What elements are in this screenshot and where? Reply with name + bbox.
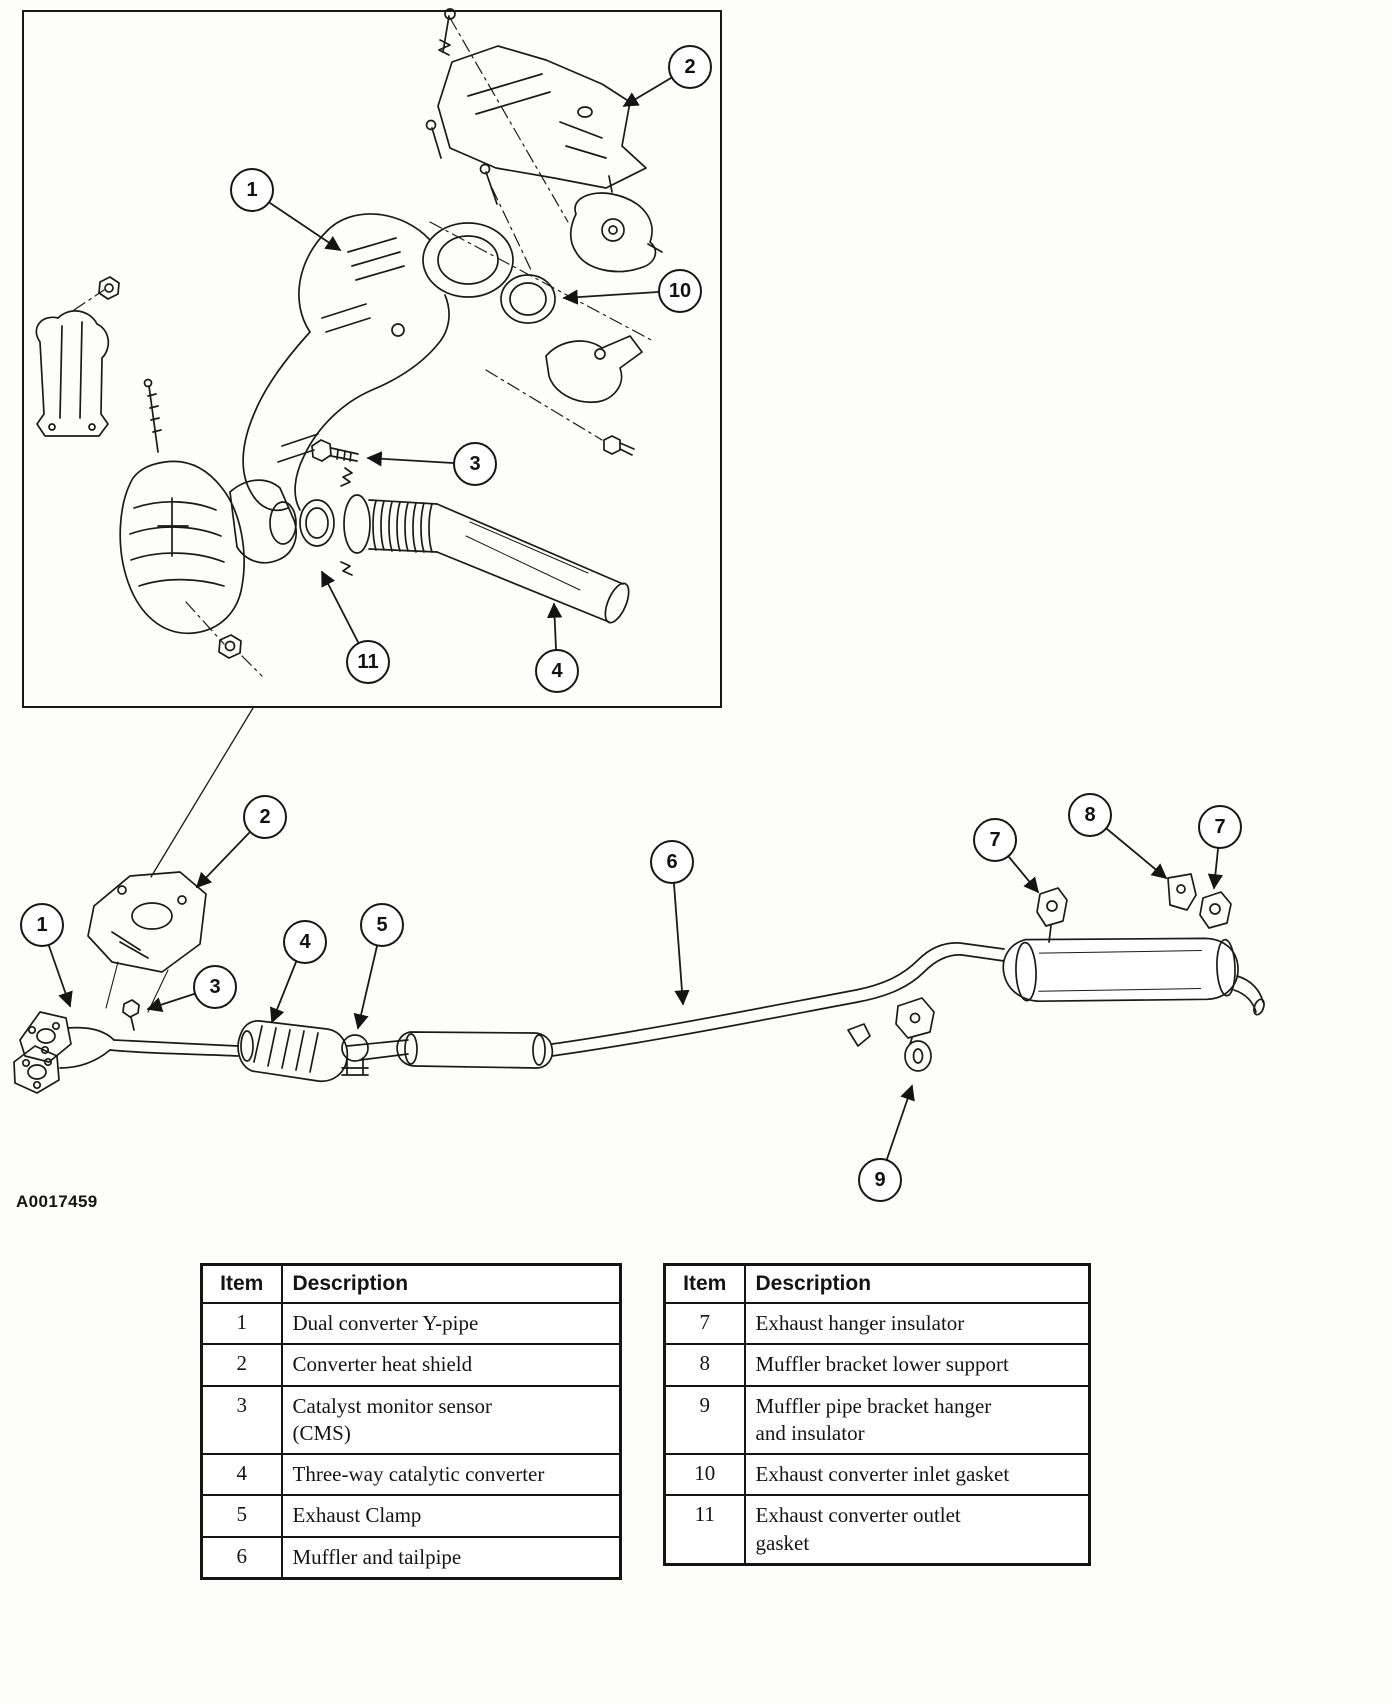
catalytic-converter-drawing — [237, 1020, 349, 1083]
inlet-gasket-drawing — [500, 274, 556, 324]
hanger-right-drawing — [1199, 891, 1232, 929]
item-column-header: Item — [663, 1263, 746, 1304]
table-row: 11 Exhaust converter outlet gasket — [663, 1494, 1091, 1566]
inset-connector-line — [150, 707, 254, 878]
centerlines — [73, 17, 656, 677]
item-cell: 4 — [200, 1453, 283, 1497]
inset-callout-1: 1 — [230, 168, 274, 212]
item-cell: 9 — [663, 1384, 746, 1456]
item-cell: 10 — [663, 1453, 746, 1497]
main-callout-1: 1 — [20, 903, 64, 947]
main-callout-9: 9 — [858, 1158, 902, 1202]
description-cell: Muffler and tailpipe — [280, 1535, 622, 1580]
lower-heat-shield-drawing — [119, 460, 245, 659]
front-flanges-drawing — [13, 1011, 239, 1094]
table-row: 9 Muffler pipe bracket hanger and insula… — [663, 1384, 1091, 1456]
main-callout-7-right: 7 — [1198, 805, 1242, 849]
item-cell: 6 — [200, 1535, 283, 1580]
hanger-left-drawing — [1036, 887, 1068, 943]
description-cell: Muffler bracket lower support — [743, 1343, 1091, 1387]
description-cell: Exhaust converter inlet gasket — [743, 1453, 1091, 1497]
item-cell: 3 — [200, 1384, 283, 1456]
description-cell: Exhaust Clamp — [280, 1494, 622, 1538]
table-header-row: Item Description — [663, 1263, 1091, 1304]
item-column-header: Item — [200, 1263, 283, 1304]
item-cell: 5 — [200, 1494, 283, 1538]
description-cell: Exhaust converter outlet gasket — [743, 1494, 1091, 1566]
table-row: 6 Muffler and tailpipe — [200, 1535, 622, 1580]
description-column-header: Description — [280, 1263, 622, 1304]
outlet-gasket-drawing — [229, 479, 335, 564]
table-row: 4 Three-way catalytic converter — [200, 1453, 622, 1497]
description-cell: Dual converter Y-pipe — [280, 1301, 622, 1346]
heat-shield-drawing — [437, 45, 647, 189]
manifold-flange-drawing — [35, 276, 162, 453]
main-callout-8: 8 — [1068, 793, 1112, 837]
muffler-drawing — [1002, 937, 1265, 1016]
main-callout-3: 3 — [193, 965, 237, 1009]
table-row: 7 Exhaust hanger insulator — [663, 1301, 1091, 1346]
description-cell: Exhaust hanger insulator — [743, 1301, 1091, 1346]
inset-callout-3: 3 — [453, 442, 497, 486]
description-cell: Catalyst monitor sensor (CMS) — [280, 1384, 622, 1456]
table-row: 2 Converter heat shield — [200, 1343, 622, 1387]
table-row: 3 Catalyst monitor sensor (CMS) — [200, 1384, 622, 1456]
exhaust-clamp-drawing — [341, 1034, 369, 1076]
inset-diagram-frame — [22, 10, 722, 708]
description-cell: Muffler pipe bracket hanger and insulato… — [743, 1384, 1091, 1456]
main-heat-shield-drawing — [87, 871, 207, 1013]
inset-callout-4: 4 — [535, 649, 579, 693]
main-callout-7-left: 7 — [973, 818, 1017, 862]
main-callout-6: 6 — [650, 840, 694, 884]
inset-callout-10: 10 — [658, 269, 702, 313]
mount-insulator-drawing — [569, 175, 663, 273]
table-row: 1 Dual converter Y-pipe — [200, 1301, 622, 1346]
item-cell: 2 — [200, 1343, 283, 1387]
cms-sensor-drawing — [311, 439, 359, 462]
main-callout-4: 4 — [283, 920, 327, 964]
muffler-pipe-drawing — [346, 942, 1005, 1069]
y-pipe-drawing — [242, 213, 514, 512]
item-cell: 7 — [663, 1301, 746, 1346]
inset-callout-11: 11 — [346, 640, 390, 684]
description-cell: Converter heat shield — [280, 1343, 622, 1387]
main-callout-5: 5 — [360, 903, 404, 947]
table-header-row: Item Description — [200, 1263, 622, 1304]
item-cell: 11 — [663, 1494, 746, 1566]
inset-callout-2: 2 — [668, 45, 712, 89]
item-cell: 1 — [200, 1301, 283, 1346]
sensor-bracket-drawing — [545, 335, 643, 456]
table-row: 8 Muffler bracket lower support — [663, 1343, 1091, 1387]
main-callout-2: 2 — [243, 795, 287, 839]
description-column-header: Description — [743, 1263, 1091, 1304]
main-art — [13, 871, 1265, 1094]
pipe-bracket-hanger-drawing — [895, 997, 935, 1072]
table-row: 5 Exhaust Clamp — [200, 1494, 622, 1538]
flex-pipe-drawing — [340, 467, 630, 624]
leader-arrows — [48, 77, 1224, 1160]
bracket-support-drawing — [1167, 873, 1197, 911]
main-cms-drawing — [122, 999, 140, 1031]
description-cell: Three-way catalytic converter — [280, 1453, 622, 1497]
parts-table-left: Item Description 1 Dual converter Y-pipe… — [200, 1263, 622, 1581]
figure-code: A0017459 — [16, 1192, 98, 1211]
parts-table-right: Item Description 7 Exhaust hanger insula… — [663, 1263, 1091, 1567]
table-row: 10 Exhaust converter inlet gasket — [663, 1453, 1091, 1497]
item-cell: 8 — [663, 1343, 746, 1387]
